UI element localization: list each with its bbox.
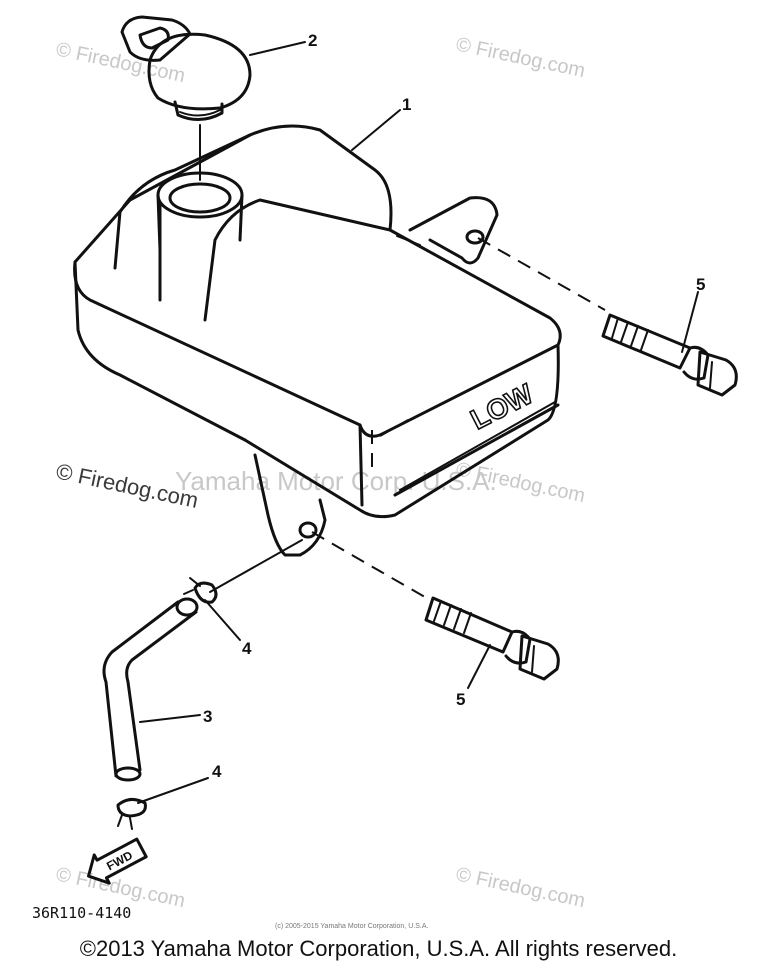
- watermark-top-left: © Firedog.com: [54, 38, 187, 87]
- watermark-yamaha: Yamaha Motor Corp. U.S.A.: [175, 466, 497, 496]
- diagram-code: 36R110-4140: [32, 904, 131, 922]
- clip-lower-callout-leader: [137, 777, 209, 804]
- callout-3: 3: [203, 707, 212, 726]
- bolt-lower-callout-leader: [467, 644, 491, 689]
- bolt-upper: [601, 313, 738, 397]
- cap-callout-leader: [249, 41, 306, 56]
- upper-bolt-alignment: [477, 237, 606, 311]
- clip-upper: [183, 577, 218, 604]
- tank-leader-line: [351, 109, 401, 151]
- lower-bolt-alignment: [311, 531, 431, 601]
- callout-4-lower: 4: [212, 762, 222, 781]
- coolant-reservoir-tank: [73, 124, 562, 557]
- clip-upper-callout-leader: [204, 599, 241, 641]
- hose-callout-leader: [139, 714, 201, 723]
- footer-copyright: ©2013 Yamaha Motor Corporation, U.S.A. A…: [79, 936, 678, 961]
- callout-5-upper: 5: [696, 275, 705, 294]
- bolt-lower: [424, 596, 560, 681]
- watermark-top-right: © Firedog.com: [454, 33, 587, 82]
- callout-4-upper: 4: [242, 639, 252, 658]
- clip-lower: [116, 798, 147, 830]
- small-copyright: (c) 2005-2015 Yamaha Motor Corporation, …: [275, 923, 428, 930]
- watermark-bottom-right: © Firedog.com: [454, 863, 587, 912]
- callout-2: 2: [308, 31, 317, 50]
- radiator-cap: [120, 15, 252, 121]
- callout-5-lower: 5: [456, 690, 465, 709]
- bolt-upper-callout-leader: [681, 291, 699, 353]
- clip-to-bracket-line: [209, 539, 303, 593]
- callout-1: 1: [402, 95, 411, 114]
- hose: [102, 597, 199, 782]
